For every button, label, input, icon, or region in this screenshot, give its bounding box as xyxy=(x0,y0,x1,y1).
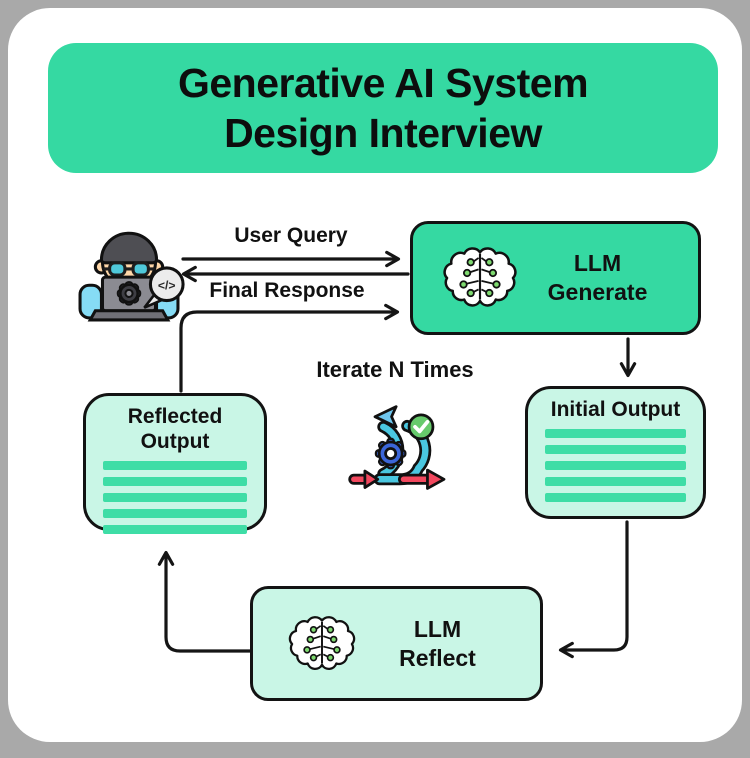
initial-output-title: Initial Output xyxy=(550,398,681,421)
code-symbol: </> xyxy=(158,278,176,292)
iteration-cycle-icon xyxy=(341,402,455,494)
node-llm-reflect: LLM Reflect xyxy=(250,586,543,701)
node-reflected-output: Reflected Output xyxy=(83,393,267,534)
title-line-1: Generative AI System xyxy=(177,59,589,106)
text-line xyxy=(103,477,247,486)
placeholder-text-lines xyxy=(101,461,249,534)
label-final-response: Final Response xyxy=(209,279,365,302)
placeholder-text-lines xyxy=(543,429,688,502)
label-iterate-n-times: Iterate N Times xyxy=(316,357,474,382)
text-line xyxy=(545,445,686,454)
llm-reflect-label: LLM Reflect xyxy=(399,615,476,671)
text-line xyxy=(103,461,247,470)
gear-icon xyxy=(374,437,407,470)
diagram-card: Generative AI System Design Interview xyxy=(8,8,742,742)
text-line xyxy=(545,477,686,486)
text-line xyxy=(103,509,247,518)
node-initial-output: Initial Output xyxy=(525,386,706,519)
page-title: Generative AI System Design Interview xyxy=(177,58,589,158)
text-line xyxy=(545,429,686,438)
llm-generate-label: LLM Generate xyxy=(547,250,648,305)
text-line xyxy=(545,493,686,502)
brain-icon xyxy=(437,240,523,316)
arrow-initial-to-reflect xyxy=(558,520,629,659)
check-icon xyxy=(407,413,435,441)
reflected-output-title: Reflected Output xyxy=(127,405,223,453)
node-llm-generate: LLM Generate xyxy=(410,221,701,335)
label-user-query: User Query xyxy=(234,224,348,247)
text-line xyxy=(103,493,247,502)
arrow-reflect-to-reflected xyxy=(157,550,252,653)
title-banner: Generative AI System Design Interview xyxy=(48,43,718,173)
text-line xyxy=(103,525,247,534)
gear-icon xyxy=(116,281,142,306)
text-line xyxy=(545,461,686,470)
brain-icon xyxy=(283,609,361,679)
user-icon: </> xyxy=(72,221,186,323)
title-line-2: Design Interview xyxy=(224,110,542,156)
